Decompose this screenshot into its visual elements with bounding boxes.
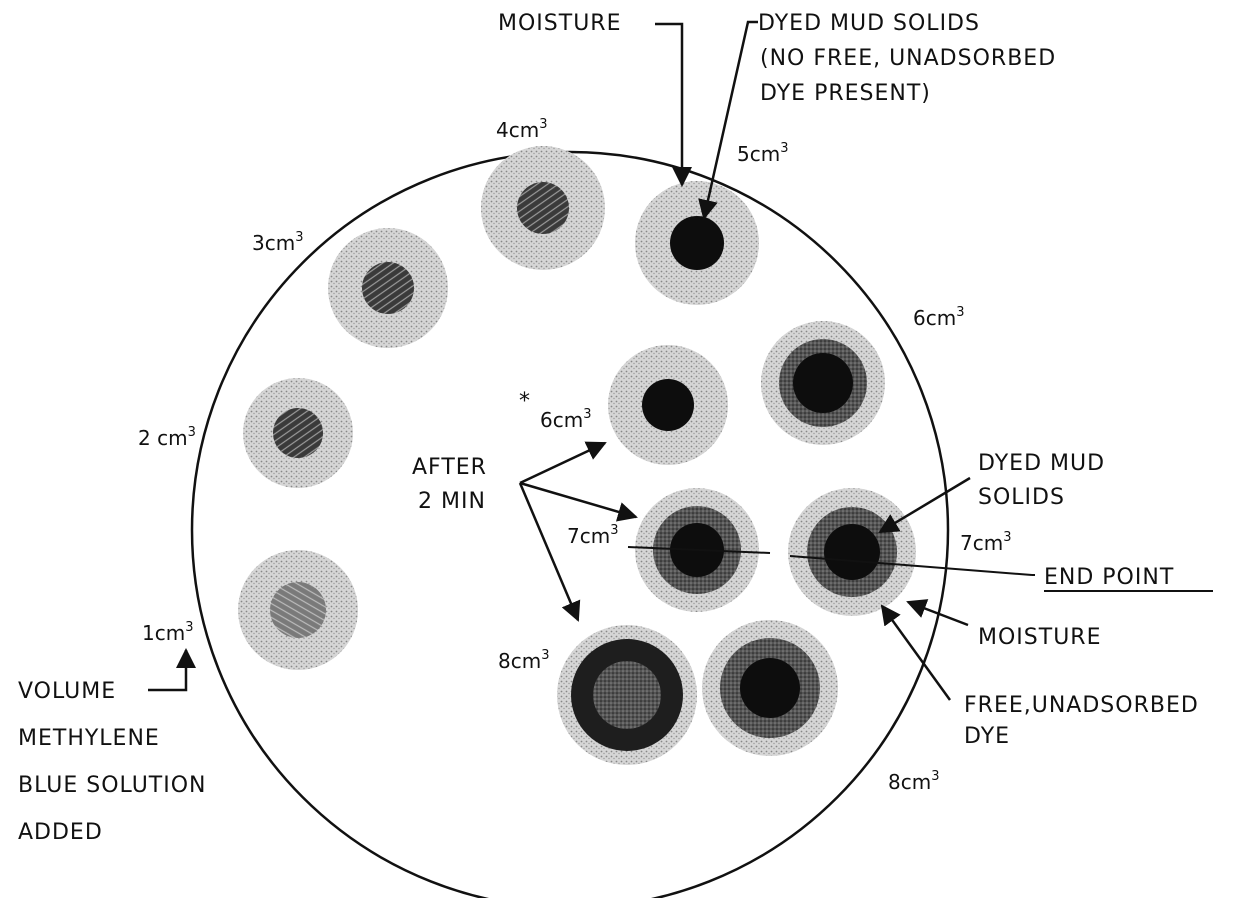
svg-text:7cm3: 7cm3 bbox=[567, 523, 618, 548]
volume-label-6cm-inner: * 6cm3 bbox=[519, 389, 591, 432]
label-moisture-top: MOISTURE bbox=[498, 11, 621, 36]
label-dyed-solids-right-1: DYED MUD bbox=[978, 451, 1105, 476]
volume-label-7cm-left: 7cm3 bbox=[567, 523, 618, 548]
volume-label-6cm-outer: 6cm3 bbox=[913, 305, 964, 330]
svg-text:8cm3: 8cm3 bbox=[498, 648, 549, 673]
spot-3cm bbox=[328, 228, 448, 348]
volume-label-2cm: 2 cm3 bbox=[138, 425, 196, 450]
label-blue-solution: BLUE SOLUTION bbox=[18, 773, 207, 798]
arrow-after-to-6cm bbox=[520, 443, 605, 483]
svg-text:6cm3: 6cm3 bbox=[913, 305, 964, 330]
label-free-dye-1: FREE,UNADSORBED bbox=[964, 693, 1199, 718]
svg-text:*: * bbox=[519, 389, 531, 414]
label-free-dye-2: DYE bbox=[964, 724, 1010, 749]
arrow-after-to-7cm bbox=[520, 483, 636, 517]
label-dyed-solids-right-2: SOLIDS bbox=[978, 485, 1065, 510]
spot-6cm-outer bbox=[761, 321, 885, 445]
spot-7cm-end-point bbox=[788, 488, 916, 616]
volume-label-4cm: 4cm3 bbox=[496, 117, 547, 142]
label-methylene: METHYLENE bbox=[18, 726, 160, 751]
arrow-after-to-8cm bbox=[520, 483, 578, 620]
spot-6cm-after-2-min bbox=[608, 345, 728, 465]
arrow-free-dye bbox=[882, 606, 950, 700]
spot-5cm bbox=[635, 181, 759, 305]
spot-2cm bbox=[243, 378, 353, 488]
label-dyed-solids-top-1: DYED MUD SOLIDS bbox=[758, 11, 980, 36]
volume-label-3cm: 3cm3 bbox=[252, 230, 303, 255]
volume-label-8cm-right: 8cm3 bbox=[888, 769, 939, 794]
label-after: AFTER bbox=[412, 455, 487, 480]
volume-label-5cm: 5cm3 bbox=[737, 141, 788, 166]
label-volume: VOLUME bbox=[18, 679, 116, 704]
label-dyed-solids-top-3: DYE PRESENT) bbox=[760, 81, 931, 106]
label-added: ADDED bbox=[18, 820, 103, 845]
spot-1cm bbox=[238, 550, 358, 670]
svg-text:1cm3: 1cm3 bbox=[142, 620, 193, 645]
svg-text:3cm3: 3cm3 bbox=[252, 230, 303, 255]
arrow-moisture-top bbox=[655, 24, 682, 185]
spot-8cm-after-2-min bbox=[557, 625, 697, 765]
volume-label-1cm: 1cm3 bbox=[142, 620, 193, 645]
svg-text:5cm3: 5cm3 bbox=[737, 141, 788, 166]
label-dyed-solids-top-2: (NO FREE, UNADSORBED bbox=[760, 46, 1056, 71]
label-moisture-right: MOISTURE bbox=[978, 625, 1101, 650]
svg-text:8cm3: 8cm3 bbox=[888, 769, 939, 794]
svg-text:6cm3: 6cm3 bbox=[540, 407, 591, 432]
volume-label-8cm-left: 8cm3 bbox=[498, 648, 549, 673]
svg-text:2 cm3: 2 cm3 bbox=[138, 425, 196, 450]
arrow-volume-to-1cm bbox=[148, 650, 186, 690]
label-2-min: 2 MIN bbox=[418, 489, 486, 514]
svg-text:4cm3: 4cm3 bbox=[496, 117, 547, 142]
svg-text:7cm3: 7cm3 bbox=[960, 530, 1011, 555]
volume-label-7cm-right: 7cm3 bbox=[960, 530, 1011, 555]
spot-8cm bbox=[702, 620, 838, 756]
label-end-point: END POINT bbox=[1044, 565, 1174, 590]
spot-4cm bbox=[481, 146, 605, 270]
